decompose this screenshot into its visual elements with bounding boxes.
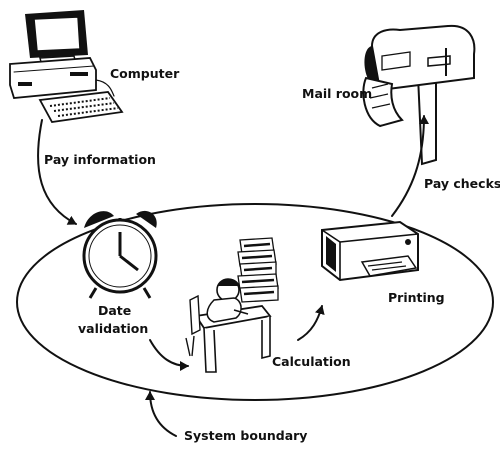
computer-label: Computer [110,66,180,81]
pay-information-label: Pay information [44,152,156,167]
mailbox-icon [362,24,476,166]
arrow-calculation-to-printing [297,305,325,341]
validation-label: validation [78,321,148,336]
arrow-printing-to-mailroom [391,115,429,217]
calculation-label: Calculation [272,354,351,369]
system-boundary-label: System boundary [184,428,307,443]
clerk-at-desk-icon [185,237,279,373]
computer-icon [9,10,124,123]
pay-checks-label: Pay checks [424,176,500,191]
arrow-computer-to-clock [37,119,77,225]
arrow-system-boundary-pointer [145,391,177,437]
printing-label: Printing [388,290,445,305]
date-label: Date [98,303,131,318]
printer-icon [321,220,419,282]
alarm-clock-icon [82,210,158,299]
arrow-validation-to-calculation [149,339,189,371]
system-boundary-ellipse [16,203,494,401]
mail-room-label: Mail room [302,86,372,101]
